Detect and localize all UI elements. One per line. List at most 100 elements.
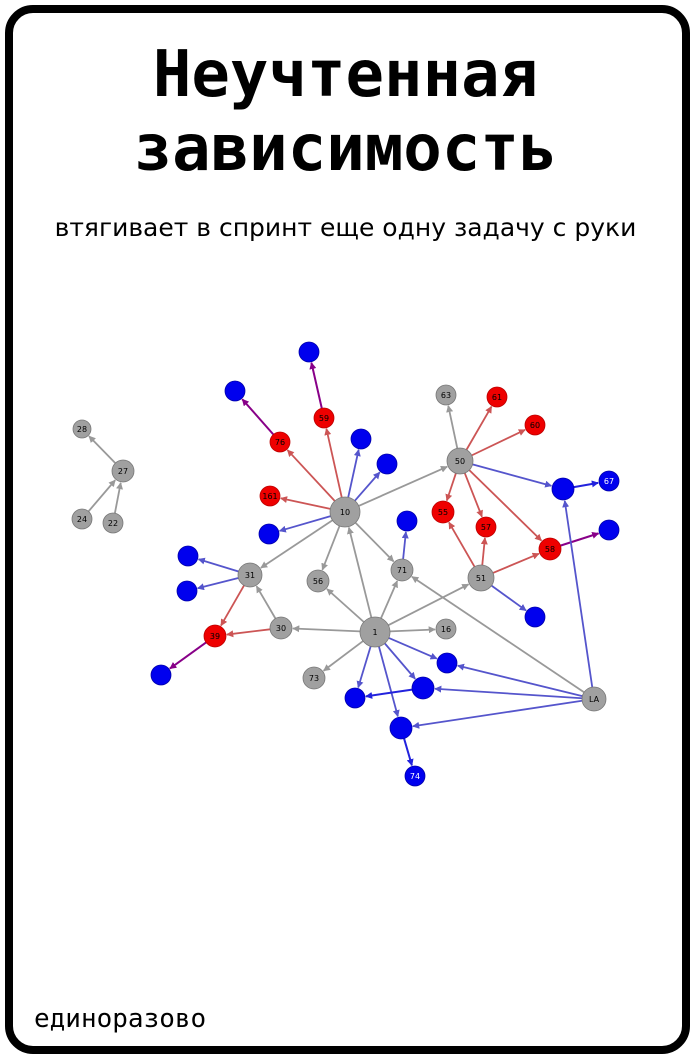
graph-node-label: 67 <box>604 477 614 486</box>
graph-edge <box>356 646 372 689</box>
graph-node-circle <box>259 485 281 507</box>
graph-edge <box>463 472 483 518</box>
graph-node: 28 <box>72 419 92 439</box>
graph-node-label: 50 <box>455 457 465 466</box>
graph-node-circle <box>269 431 291 453</box>
graph-node-circle <box>71 508 93 530</box>
graph-edge <box>448 521 476 568</box>
graph-node-circle <box>258 523 280 545</box>
graph-node-circle <box>467 564 495 592</box>
graph-node: 161 <box>259 485 281 507</box>
graph-node: 22 <box>102 512 124 534</box>
graph-node-circle <box>306 569 330 593</box>
graph-edge <box>384 642 416 680</box>
graph-edge <box>321 525 341 571</box>
graph-node <box>396 510 418 532</box>
graph-edge <box>197 557 239 573</box>
graph-edge <box>491 584 527 612</box>
graph-edge <box>88 435 116 464</box>
graph-node-label: 16 <box>441 625 451 634</box>
graph-node: 16 <box>435 618 457 640</box>
graph-node: 55 <box>431 500 455 524</box>
graph-edge <box>560 531 600 547</box>
graph-node-label: 60 <box>530 421 540 430</box>
graph-node-label: 161 <box>262 492 277 501</box>
graph-edge <box>411 575 585 694</box>
graph-node <box>177 545 199 567</box>
graph-node-circle <box>598 470 620 492</box>
graph-edge <box>465 405 493 451</box>
graph-edge <box>255 585 277 619</box>
graph-node-circle <box>298 341 320 363</box>
graph-node-circle <box>435 384 457 406</box>
graph-edge <box>446 405 459 449</box>
graph-node-label: 51 <box>476 574 486 583</box>
graph-node-label: 55 <box>438 508 448 517</box>
graph-node-label: 61 <box>492 393 502 402</box>
graph-node-circle <box>524 414 546 436</box>
graph-node: 61 <box>486 386 508 408</box>
graph-node-circle <box>237 562 263 588</box>
graph-node-circle <box>581 686 607 712</box>
graph-edge <box>87 479 116 512</box>
graph-node: 76 <box>269 431 291 453</box>
graph-edge <box>260 519 333 569</box>
graph-node <box>411 676 435 700</box>
graph-node-circle <box>72 419 92 439</box>
graph-node-circle <box>404 765 426 787</box>
graph-edge <box>323 640 364 672</box>
card-title: Неучтенная зависимость <box>0 38 691 186</box>
graph-node-label: 73 <box>309 674 319 683</box>
graph-edge <box>389 626 436 634</box>
graph-node-circle <box>524 606 546 628</box>
graph-node-circle <box>551 477 575 501</box>
graph-node-circle <box>475 516 497 538</box>
graph-edge <box>380 580 399 619</box>
graph-node: 59 <box>313 407 335 429</box>
graph-node-circle <box>359 616 391 648</box>
graph-edge <box>114 482 123 514</box>
graph-node-circle <box>411 676 435 700</box>
graph-node: 58 <box>538 537 562 561</box>
graph-node <box>598 519 620 541</box>
graph-edge <box>573 480 599 489</box>
graph-edge <box>387 583 470 626</box>
graph-edge <box>471 428 526 457</box>
graph-node: 51 <box>467 564 495 592</box>
graph-node <box>258 523 280 545</box>
graph-node-circle <box>431 500 455 524</box>
graph-edge <box>324 428 343 498</box>
graph-edge <box>326 588 365 623</box>
graph-edge <box>347 526 373 618</box>
graph-node: 74 <box>404 765 426 787</box>
graph-node-label: 27 <box>118 467 128 476</box>
graph-node: 50 <box>446 447 474 475</box>
graph-node: 27 <box>111 459 135 483</box>
graph-edge <box>196 577 239 591</box>
graph-node: 60 <box>524 414 546 436</box>
graph-edge <box>378 646 400 718</box>
graph-edge <box>492 552 540 574</box>
graph-node: 71 <box>390 558 414 582</box>
graph-node-label: 57 <box>481 523 491 532</box>
graph-node-circle <box>302 666 326 690</box>
graph-node-circle <box>344 687 366 709</box>
graph-node: 30 <box>269 616 293 640</box>
graph-node-circle <box>390 558 414 582</box>
graph-edges <box>87 362 600 767</box>
graph-edge <box>280 496 331 510</box>
graph-node-circle <box>396 510 418 532</box>
graph-node: 24 <box>71 508 93 530</box>
graph-node-circle <box>111 459 135 483</box>
graph-edge <box>241 398 275 436</box>
graph-edge <box>286 449 336 502</box>
graph-node-circle <box>329 496 361 528</box>
graph-node-circle <box>435 618 457 640</box>
card-footer: единоразово <box>34 1004 207 1034</box>
graph-node-circle <box>150 664 172 686</box>
graph-node-label: 56 <box>313 577 323 586</box>
graph-node-label: 63 <box>441 391 451 400</box>
graph-node-label: 28 <box>77 425 87 434</box>
